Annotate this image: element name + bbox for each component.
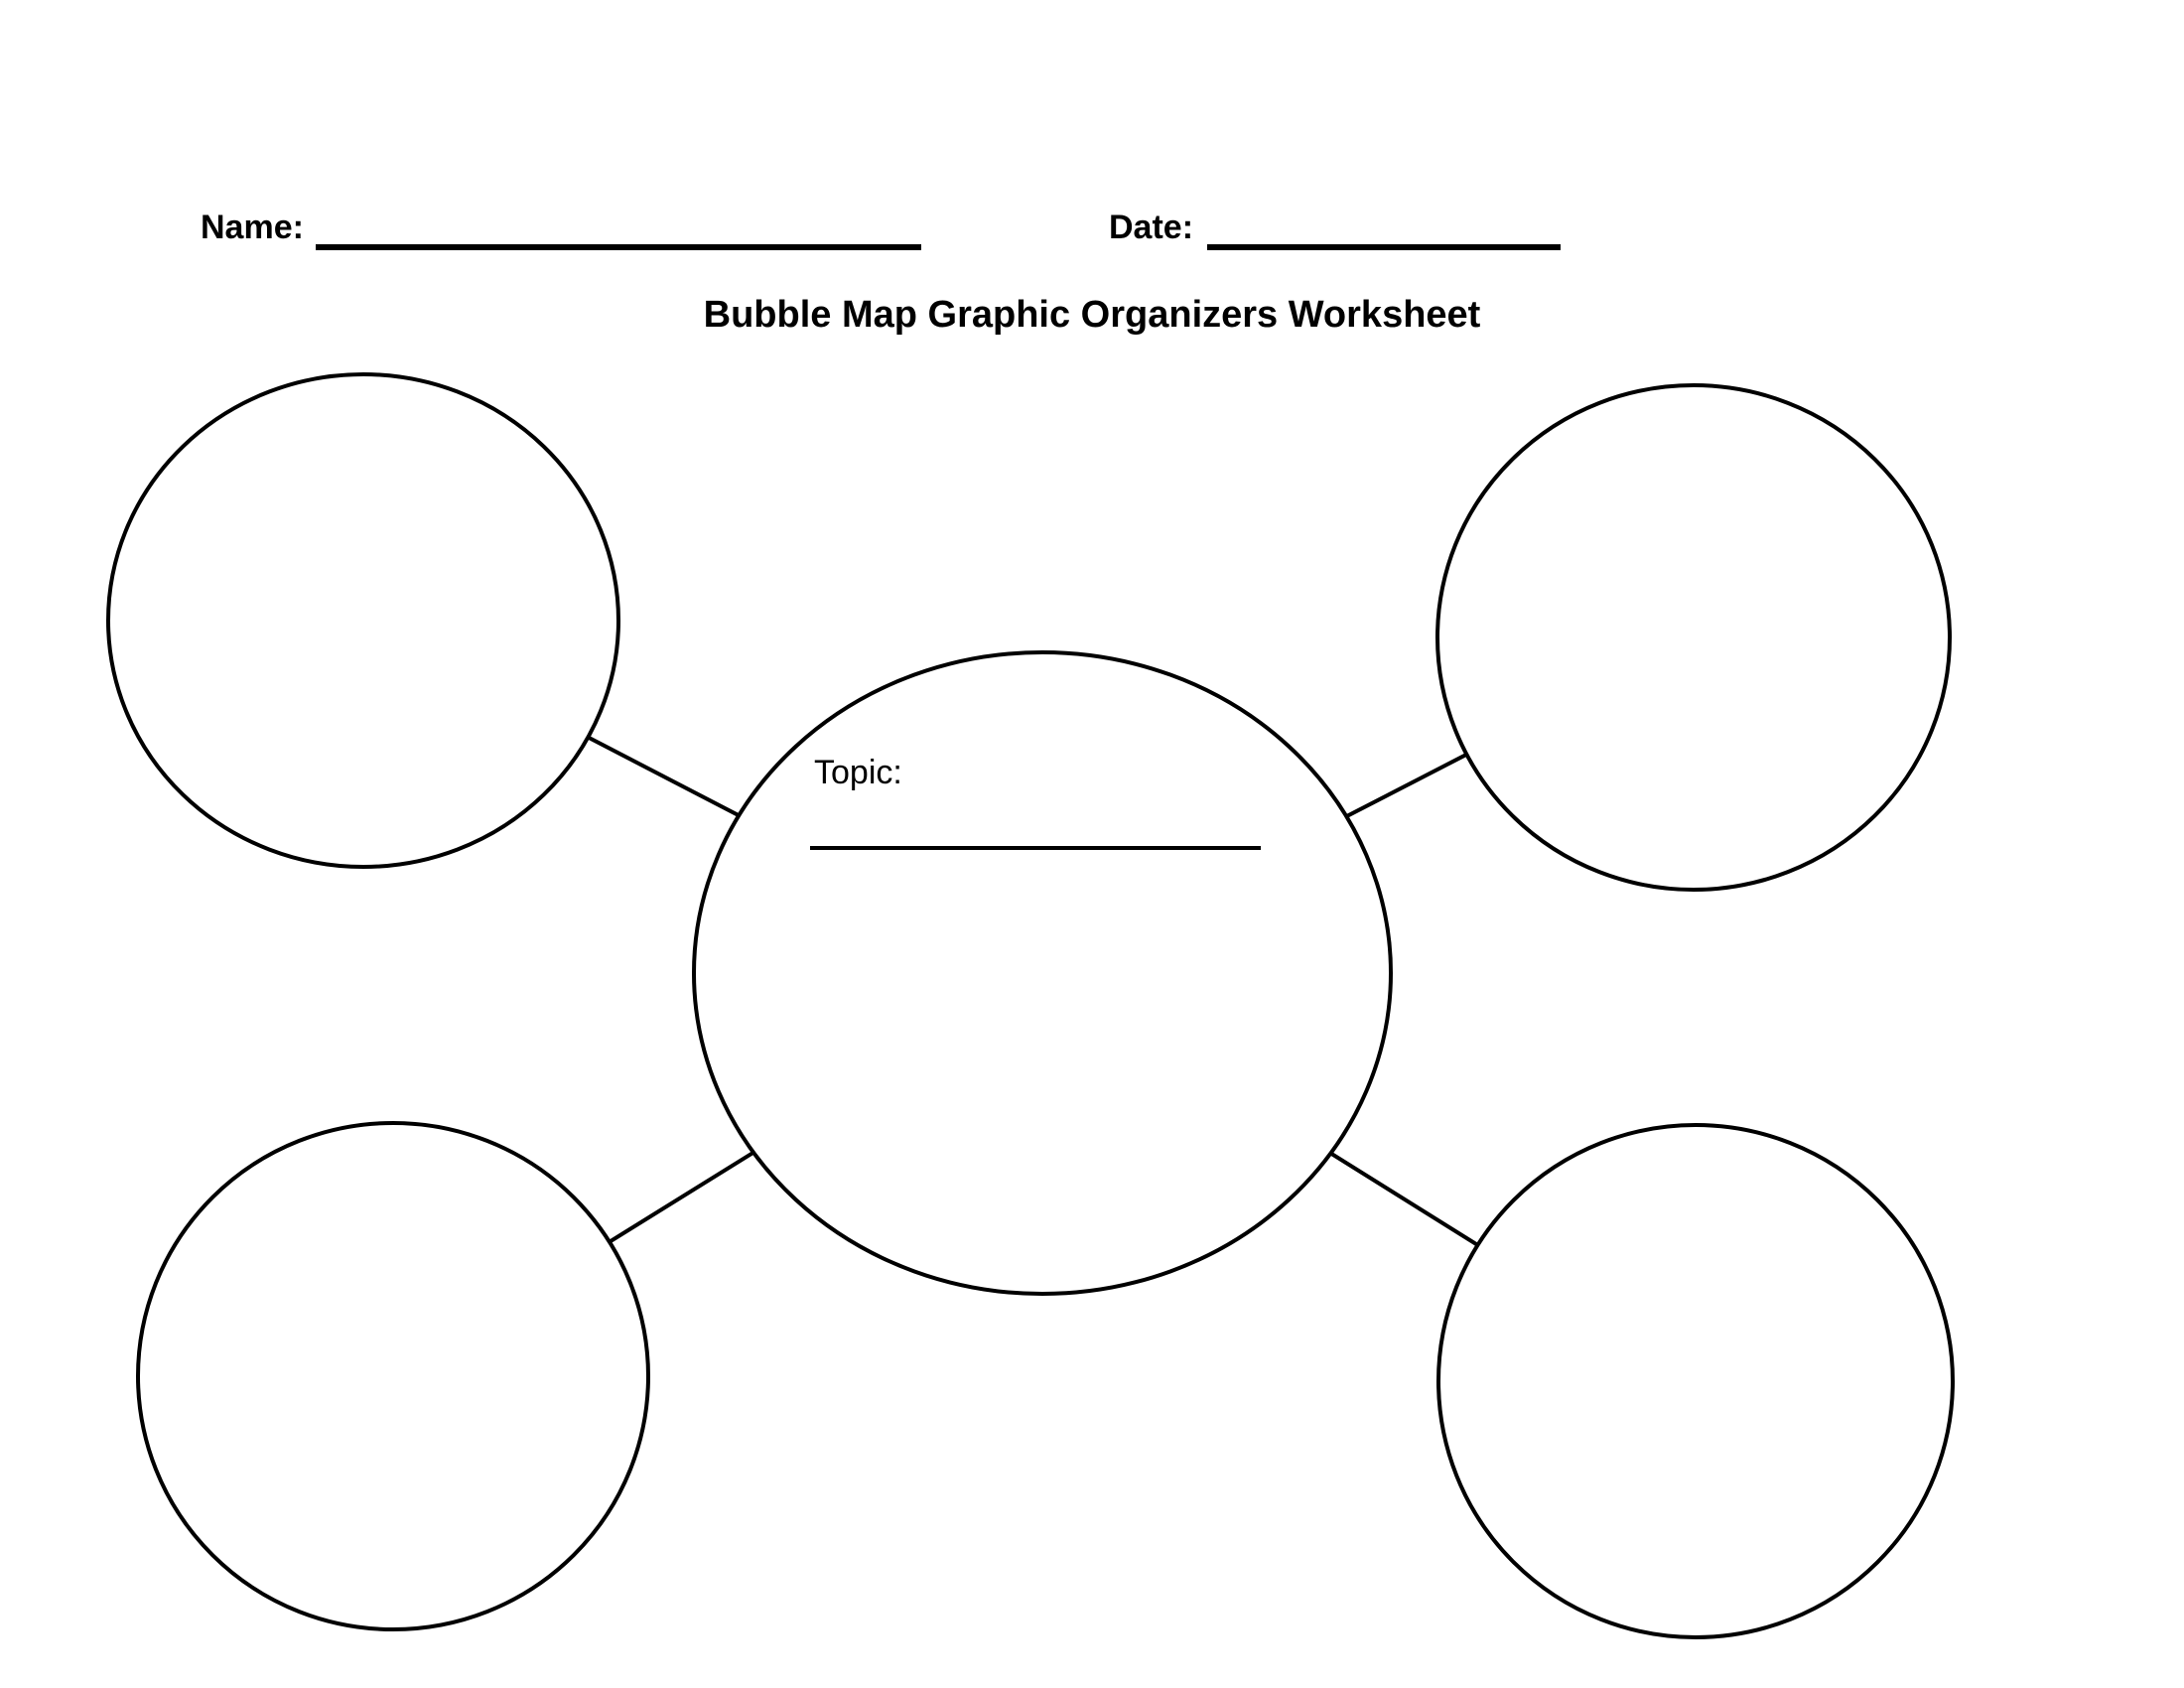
outer-circle-bottom-left [136, 1121, 650, 1631]
date-label: Date: [1109, 209, 1194, 246]
topic-write-line[interactable] [810, 846, 1261, 850]
outer-circle-bottom-right [1436, 1123, 1955, 1639]
outer-circle-top-left [106, 372, 620, 869]
name-label: Name: [201, 209, 304, 246]
name-write-line[interactable] [316, 244, 921, 250]
date-write-line[interactable] [1207, 244, 1561, 250]
center-topic-circle [692, 650, 1393, 1296]
outer-circle-top-right [1435, 383, 1952, 892]
topic-label: Topic: [814, 754, 902, 791]
page-title: Bubble Map Graphic Organizers Worksheet [703, 294, 1481, 336]
